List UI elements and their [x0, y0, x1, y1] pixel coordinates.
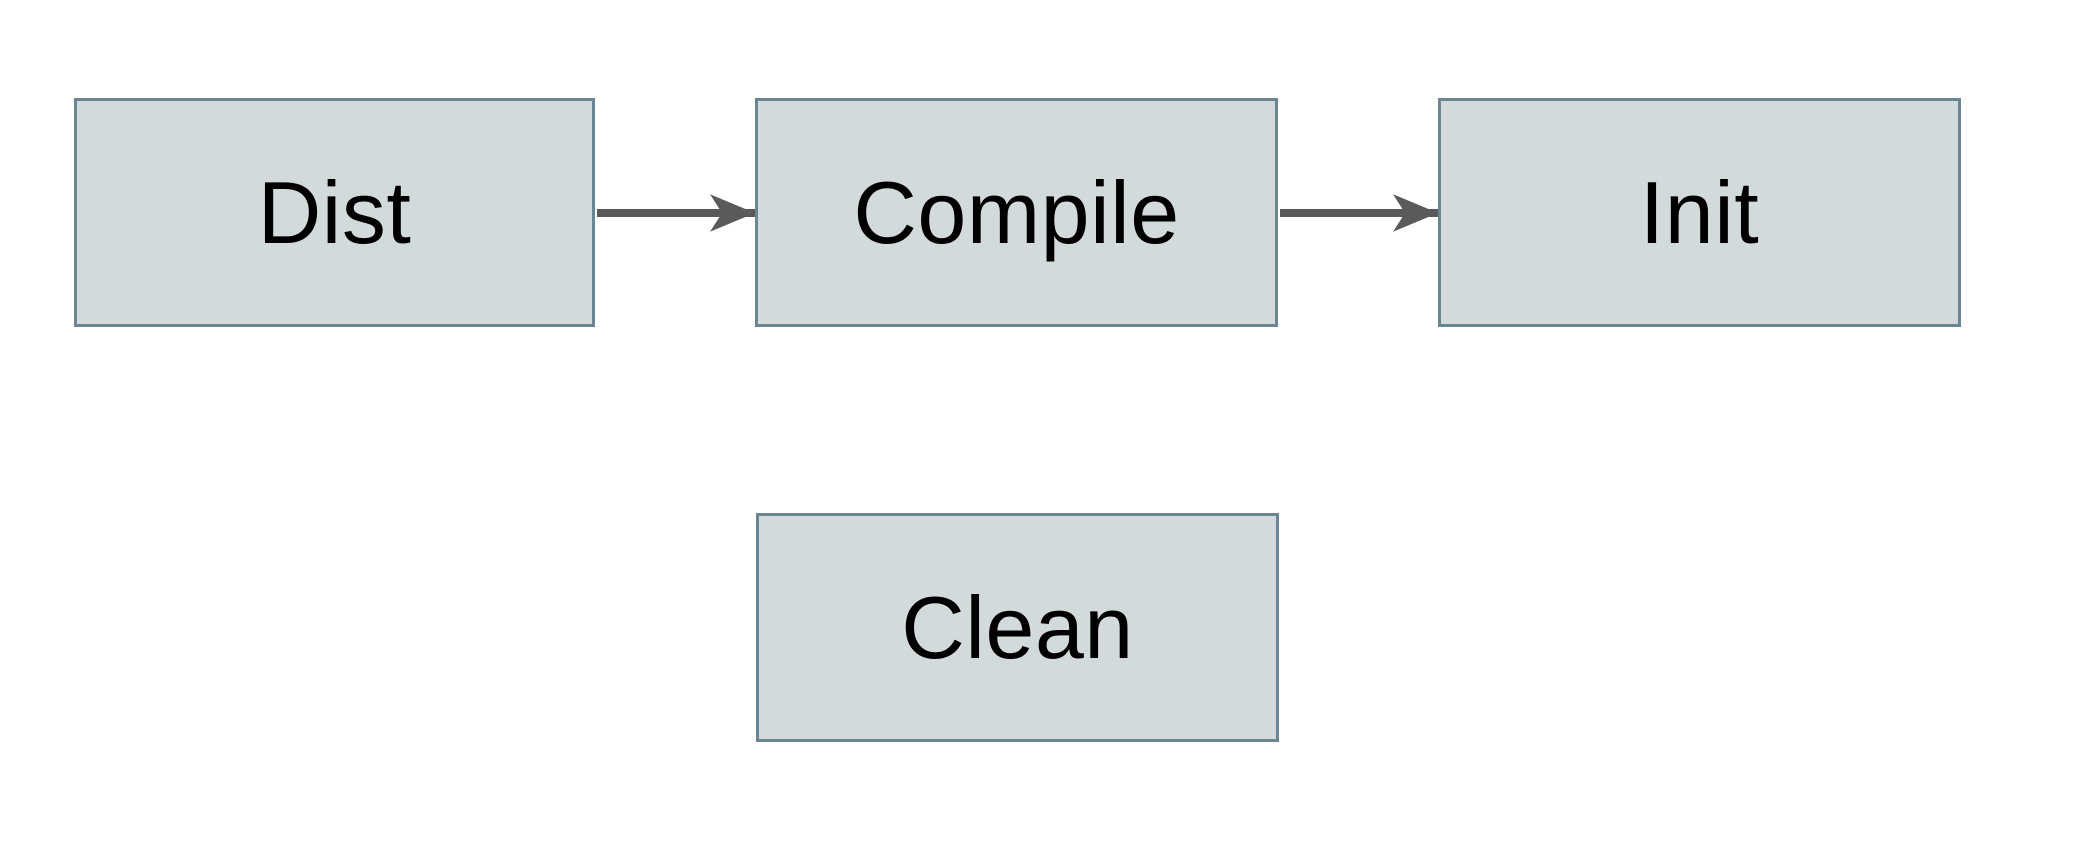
- node-dist-label: Dist: [257, 162, 412, 262]
- node-compile-label: Compile: [853, 162, 1180, 262]
- node-clean-label: Clean: [901, 577, 1134, 677]
- node-init[interactable]: Init: [1438, 98, 1961, 327]
- node-dist[interactable]: Dist: [74, 98, 595, 327]
- node-compile[interactable]: Compile: [755, 98, 1278, 327]
- node-clean[interactable]: Clean: [756, 513, 1279, 742]
- node-init-label: Init: [1639, 162, 1760, 262]
